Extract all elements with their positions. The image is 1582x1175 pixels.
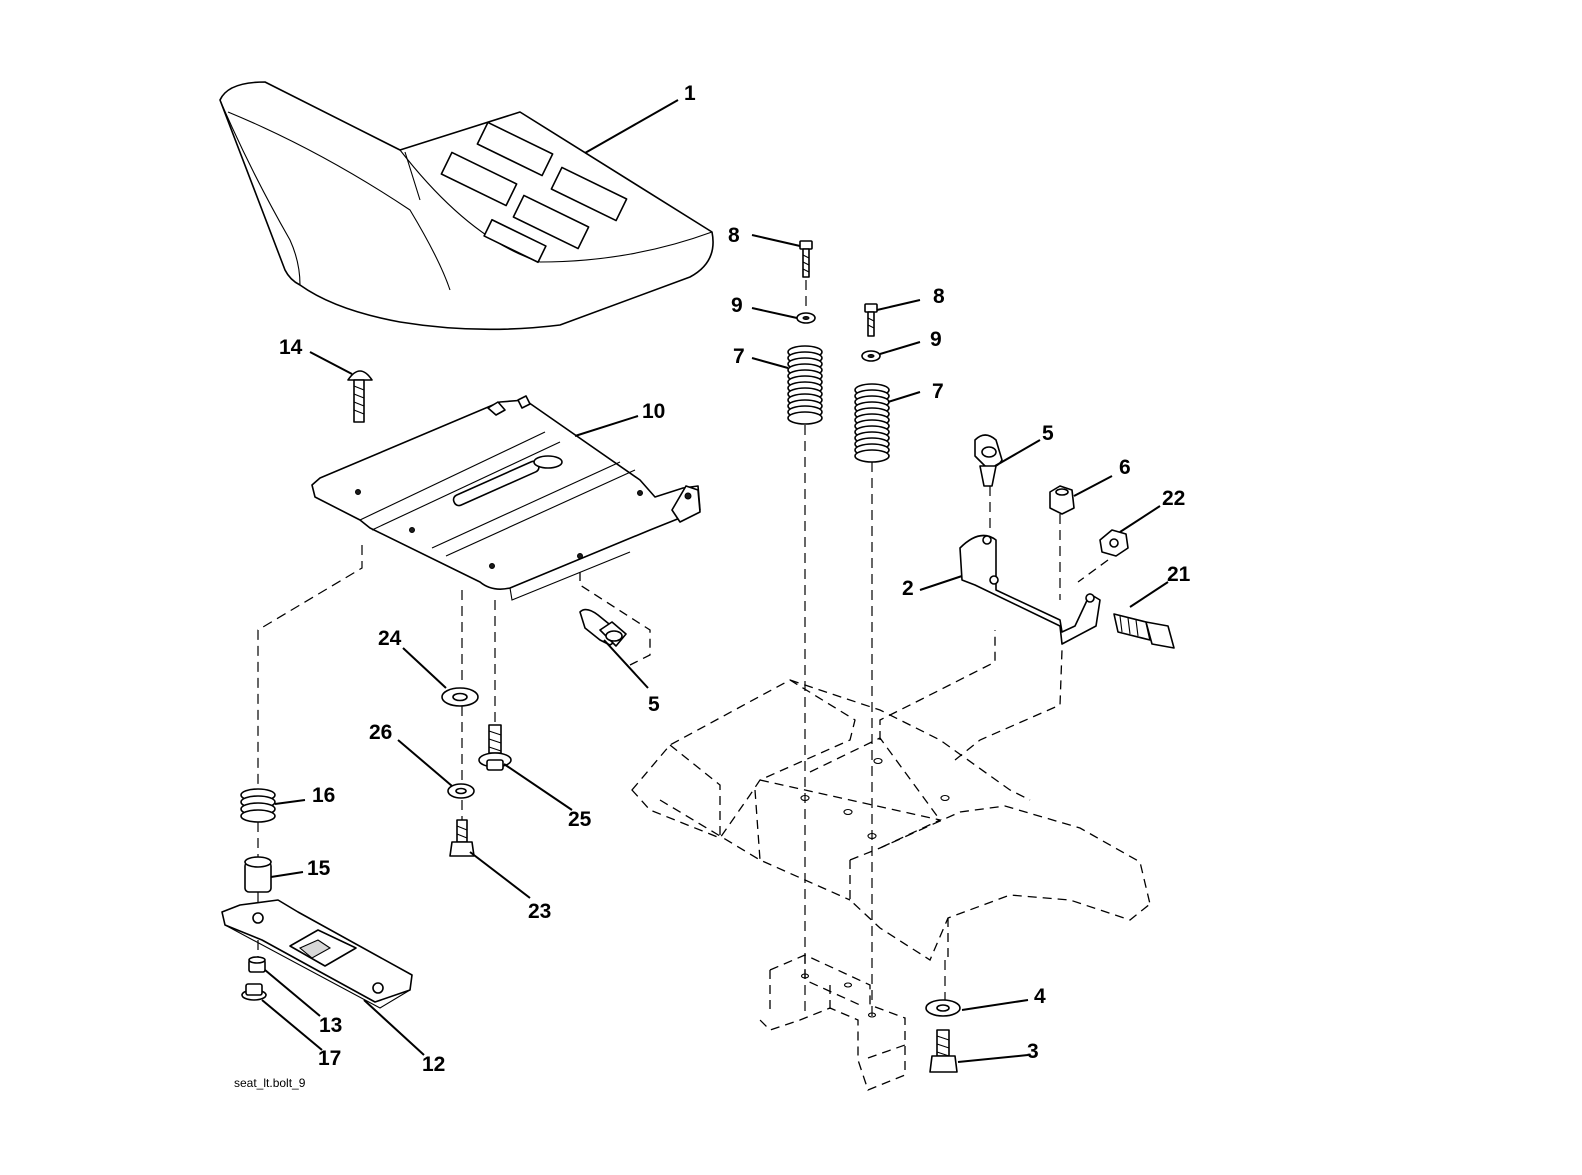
hex-bolt-23 — [449, 819, 475, 857]
callout-25: 25 — [568, 808, 592, 831]
callout-14: 14 — [279, 336, 303, 359]
seat-cushion — [219, 81, 714, 331]
washer-9-left — [796, 312, 816, 324]
callout-13: 13 — [319, 1014, 342, 1037]
callout-21: 21 — [1167, 563, 1191, 586]
spacer-bushing — [244, 856, 272, 893]
callout-9-left: 9 — [731, 294, 743, 317]
callout-8-left: 8 — [728, 224, 740, 247]
shoulder-bolt-21 — [1113, 613, 1175, 649]
left-centerline — [257, 545, 363, 790]
callout-16: 16 — [312, 784, 335, 807]
coil-spring-7-left — [787, 345, 823, 425]
flat-washer-24 — [441, 687, 479, 707]
callout-26: 26 — [369, 721, 392, 744]
callout-4: 4 — [1034, 985, 1046, 1008]
callout-6: 6 — [1119, 456, 1131, 479]
callout-9-right: 9 — [930, 328, 942, 351]
callout-2: 2 — [902, 577, 914, 600]
flange-nut-17 — [241, 983, 267, 1001]
hex-nut-6 — [1049, 485, 1075, 515]
lock-washer-26 — [447, 783, 475, 799]
callout-17: 17 — [318, 1047, 341, 1070]
seat-clip-left — [579, 608, 627, 647]
hex-bolt-8-right — [864, 303, 878, 337]
pan-to-clip-hidden-line — [579, 572, 651, 666]
chassis-hidden-outline — [631, 630, 1151, 961]
seat-clip-right — [974, 434, 1003, 487]
leader-lines — [261, 99, 1169, 1063]
callout-3: 3 — [1027, 1040, 1039, 1063]
callout-8-right: 8 — [933, 285, 945, 308]
diagram-id-caption: seat_lt.bolt_9 — [234, 1076, 306, 1090]
callout-12: 12 — [422, 1053, 445, 1076]
hex-bolt-8-left — [799, 240, 813, 278]
callout-23: 23 — [528, 900, 551, 923]
callout-labels: 1 14 10 8 9 7 8 9 7 5 6 22 21 2 5 24 26 … — [279, 82, 1191, 1076]
washer-9-right — [861, 350, 881, 362]
hex-bolt-3 — [929, 1029, 958, 1073]
nut-13 — [248, 956, 266, 973]
carriage-bolt — [347, 370, 373, 423]
lower-bracket-hidden — [759, 954, 906, 1091]
coil-spring-7-right — [854, 383, 890, 463]
shoulder-bolt-25 — [478, 724, 512, 771]
callout-15: 15 — [307, 857, 331, 880]
callout-1: 1 — [684, 82, 696, 105]
flat-washer-4 — [925, 999, 961, 1017]
callout-5-right: 5 — [1042, 422, 1054, 445]
callout-7-right: 7 — [932, 380, 944, 403]
callout-24: 24 — [378, 627, 402, 650]
mounting-bracket — [959, 534, 1101, 645]
callout-7-left: 7 — [733, 345, 745, 368]
adjustment-plate — [221, 899, 413, 1009]
callout-10: 10 — [642, 400, 665, 423]
callout-22: 22 — [1162, 487, 1185, 510]
compression-spring-small — [240, 788, 276, 823]
hex-nut-22 — [1099, 529, 1129, 557]
seat-pan — [311, 395, 701, 601]
callout-5-left: 5 — [648, 693, 660, 716]
